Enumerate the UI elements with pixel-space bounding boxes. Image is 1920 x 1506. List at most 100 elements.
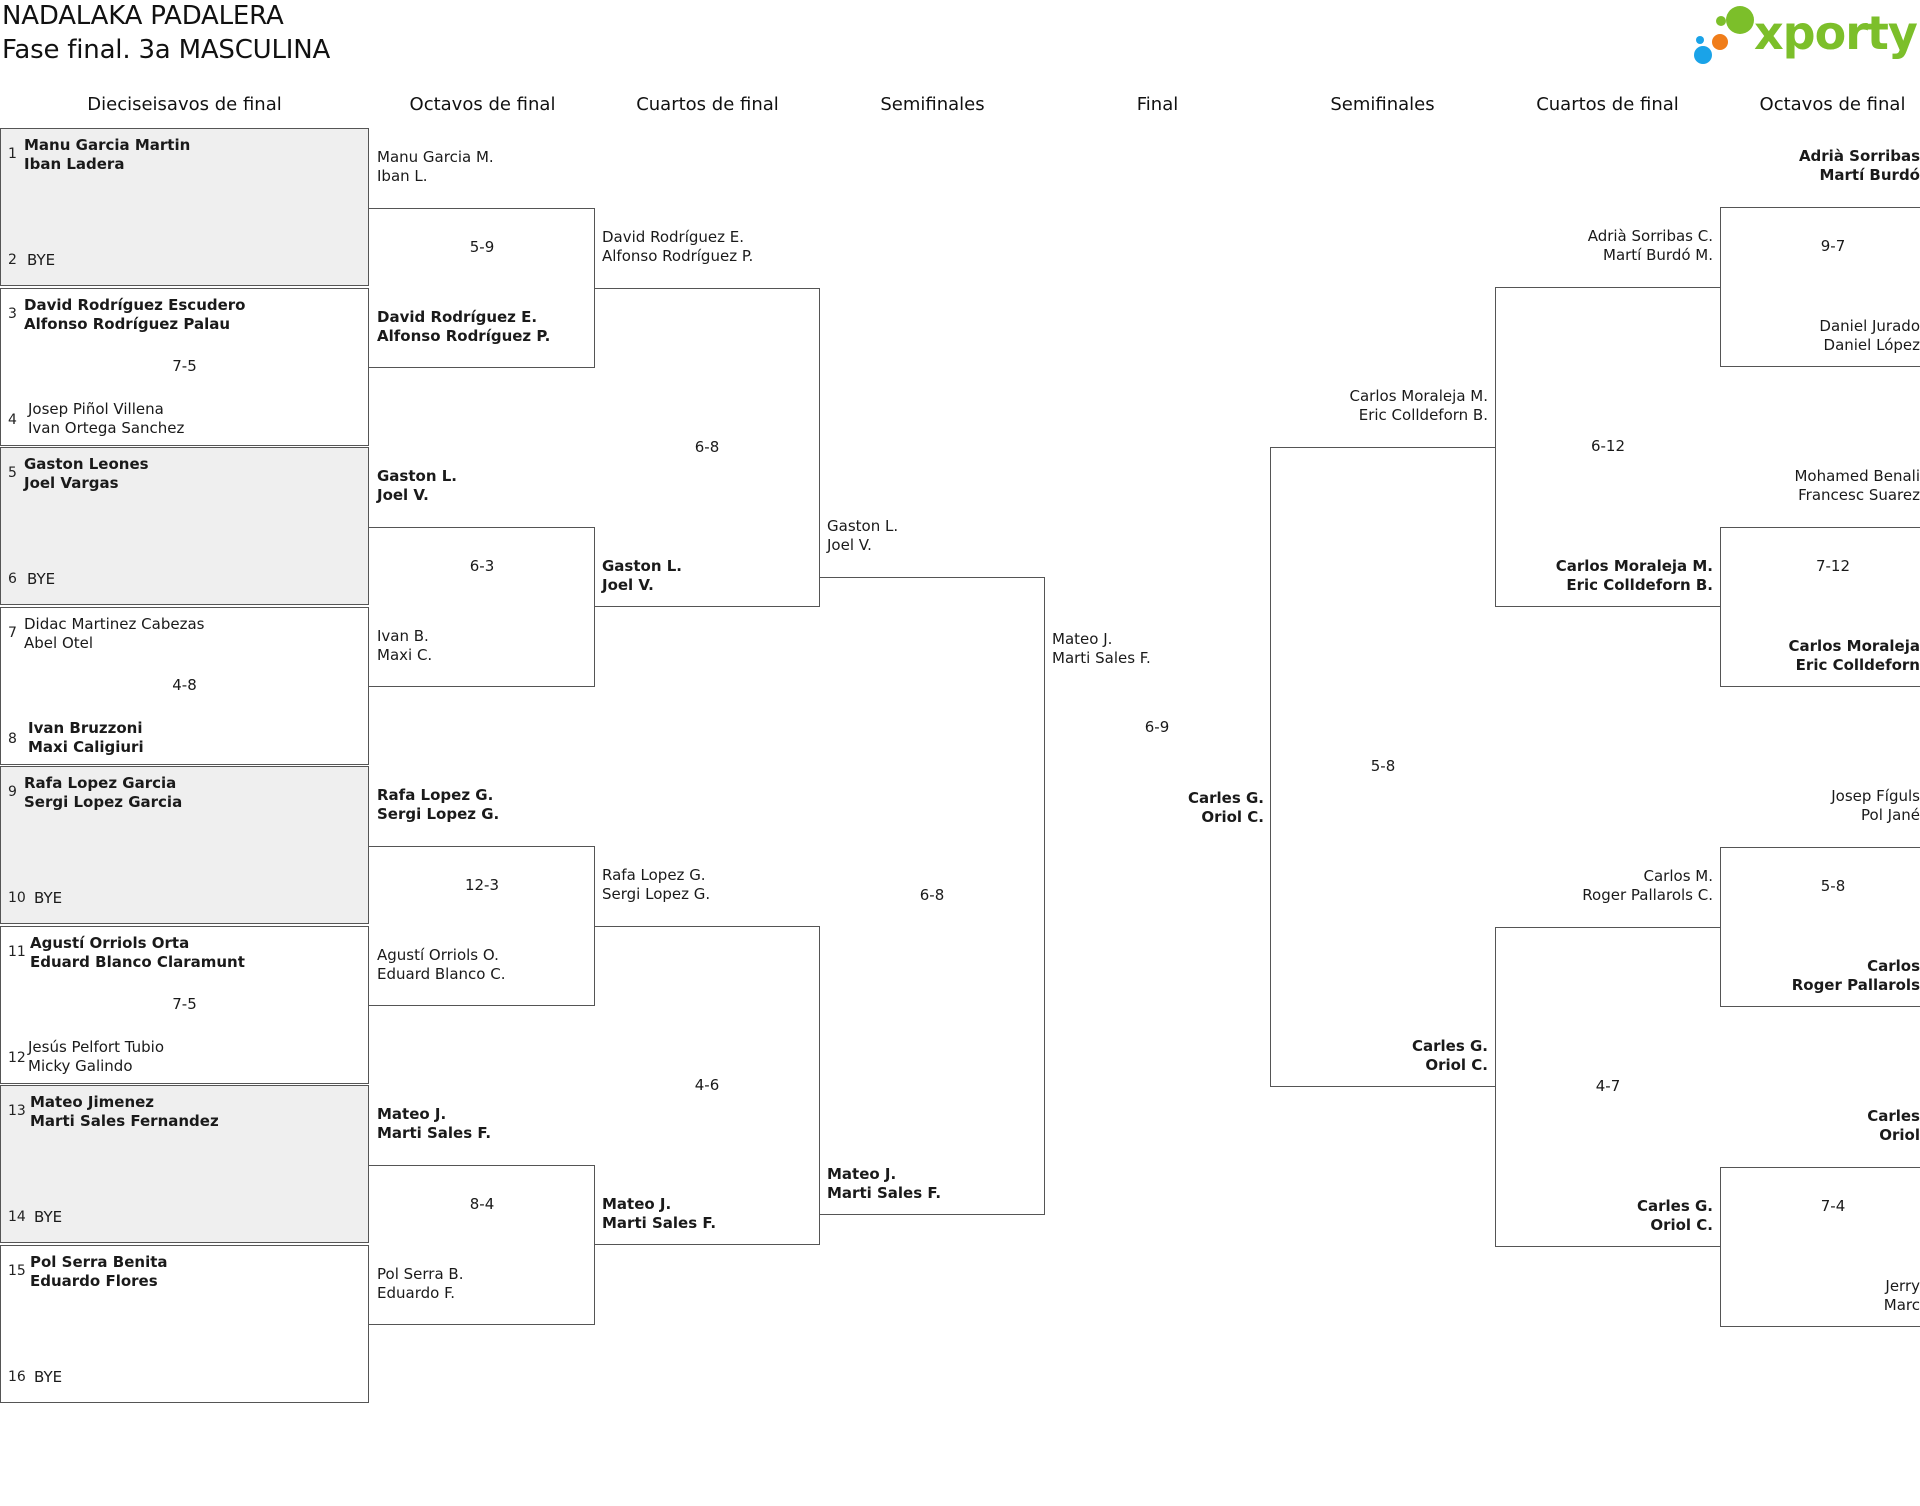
player-name: Roger Pallarols: [1791, 976, 1920, 994]
r16-connector: [369, 1165, 595, 1325]
team-a: Rafa Lopez G.Sergi Lopez G.: [602, 866, 822, 904]
player-name: Francesc Suarez: [1798, 486, 1920, 504]
player-name: Carles: [1867, 1107, 1920, 1125]
logo-dot-green-icon: [1726, 6, 1754, 34]
team-b: Carles G.Oriol C.: [1493, 1197, 1713, 1235]
match-score: 5-8: [1370, 757, 1396, 775]
player-name: Maxi Caligiuri: [28, 738, 144, 756]
first-round-match: [0, 288, 369, 446]
player-name: Micky Galindo: [28, 1057, 133, 1075]
header-final: Final: [1136, 94, 1179, 115]
r16-right-connector: [1720, 847, 1920, 1007]
match-score: 5-8: [1820, 877, 1846, 895]
player-name: Daniel Jurado: [1819, 317, 1920, 335]
player-name: Joel V.: [827, 536, 872, 554]
page-subtitle: Fase final. 3a MASCULINA: [2, 35, 331, 65]
first-round-match: [0, 607, 369, 765]
r16-right-connector: [1720, 527, 1920, 687]
player-name: Agustí Orriols O.: [377, 946, 499, 964]
player-name: Oriol C.: [1425, 1056, 1488, 1074]
team-b: Mateo J.Marti Sales F.: [602, 1195, 822, 1233]
team-b: David Rodríguez E.Alfonso Rodríguez P.: [377, 308, 597, 346]
r16-connector: [369, 527, 595, 687]
seed-number: 11: [8, 944, 26, 960]
team-b: Ivan B.Maxi C.: [377, 627, 597, 665]
team-a: Gaston L.Joel V.: [827, 517, 1047, 555]
sf-connector: [819, 577, 1045, 1215]
player-name: Manu Garcia M.: [377, 148, 494, 166]
match-score: 4-6: [694, 1076, 720, 1094]
player-name: Rafa Lopez Garcia: [24, 774, 177, 792]
player-name: Ivan Ortega Sanchez: [28, 419, 185, 437]
seed-number: 9: [8, 784, 17, 800]
team-a: Manu Garcia M.Iban L.: [377, 148, 597, 186]
player-name: Mateo Jimenez: [30, 1093, 155, 1111]
final-team-a: Mateo J.Marti Sales F.: [1052, 630, 1272, 668]
player-name: Carles G.: [1636, 1197, 1713, 1215]
player-name: Sergi Lopez G.: [377, 805, 500, 823]
player-name: Mateo J.: [602, 1195, 672, 1213]
seed-number: 1: [8, 146, 17, 162]
header-sf-right: Semifinales: [1330, 94, 1435, 115]
team-a: Mateo J.Marti Sales F.: [377, 1105, 597, 1143]
bye-label: BYE: [27, 570, 56, 588]
bye-label: BYE: [27, 251, 56, 269]
player-name: Carles G.: [1187, 789, 1264, 807]
first-round-match: [0, 926, 369, 1084]
player-name: David Rodríguez E.: [377, 308, 538, 326]
player-name: Jerry: [1885, 1277, 1920, 1295]
seed-number: 4: [8, 412, 17, 428]
team-a: David Rodríguez E.Alfonso Rodríguez P.: [602, 228, 822, 266]
player-name: Joel Vargas: [24, 474, 119, 492]
player-name: Joel V.: [377, 486, 429, 504]
player-name: Rafa Lopez G.: [602, 866, 706, 884]
player-name: Mohamed Benali: [1794, 467, 1920, 485]
logo-dot-orange-icon: [1712, 34, 1728, 50]
player-name: Iban Ladera: [24, 155, 125, 173]
match-score: 7-5: [172, 995, 197, 1013]
seed-number: 14: [8, 1209, 26, 1225]
header-qf: Cuartos de final: [636, 94, 779, 115]
player-name: Maxi C.: [377, 646, 433, 664]
seed-number: 3: [8, 306, 17, 322]
first-round-match: [0, 766, 369, 924]
player-name: Carles G.: [1411, 1037, 1488, 1055]
seed-number: 2: [8, 252, 17, 268]
logo-dot-small-green-icon: [1716, 16, 1726, 26]
first-round-match: [0, 447, 369, 605]
r16-right-connector: [1720, 207, 1920, 367]
header-sf: Semifinales: [880, 94, 985, 115]
player-name: David Rodríguez Escudero: [24, 296, 246, 314]
player-name: Abel Otel: [24, 634, 94, 652]
player-name: Agustí Orriols Orta: [30, 934, 190, 952]
player-name: Gaston L.: [377, 467, 457, 485]
player-name: Mateo J.: [1052, 630, 1113, 648]
sf-right-connector: [1270, 447, 1496, 1087]
logo-wordmark: xporty: [1754, 6, 1918, 60]
player-name: Marti Sales Fernandez: [30, 1112, 219, 1130]
player-name: Oriol C.: [1650, 1216, 1713, 1234]
player-name: Martí Burdó M.: [1603, 246, 1713, 264]
team-b: Carlos Moraleja M.Eric Colldeforn B.: [1493, 557, 1713, 595]
player-name: Gaston L.: [602, 557, 682, 575]
seed-number: 12: [8, 1050, 26, 1066]
match-score: 8-4: [469, 1195, 495, 1213]
player-name: Marti Sales F.: [377, 1124, 492, 1142]
player-name: Joel V.: [602, 576, 654, 594]
player-name: Alfonso Rodríguez P.: [377, 327, 551, 345]
player-name: Eduardo F.: [377, 1284, 456, 1302]
player-name: Pol Serra B.: [377, 1265, 464, 1283]
player-name: Pol Jané: [1861, 806, 1920, 824]
player-name: Eduardo Flores: [30, 1272, 158, 1290]
player-name: Marc: [1883, 1296, 1920, 1314]
player-name: Eduard Blanco C.: [377, 965, 506, 983]
